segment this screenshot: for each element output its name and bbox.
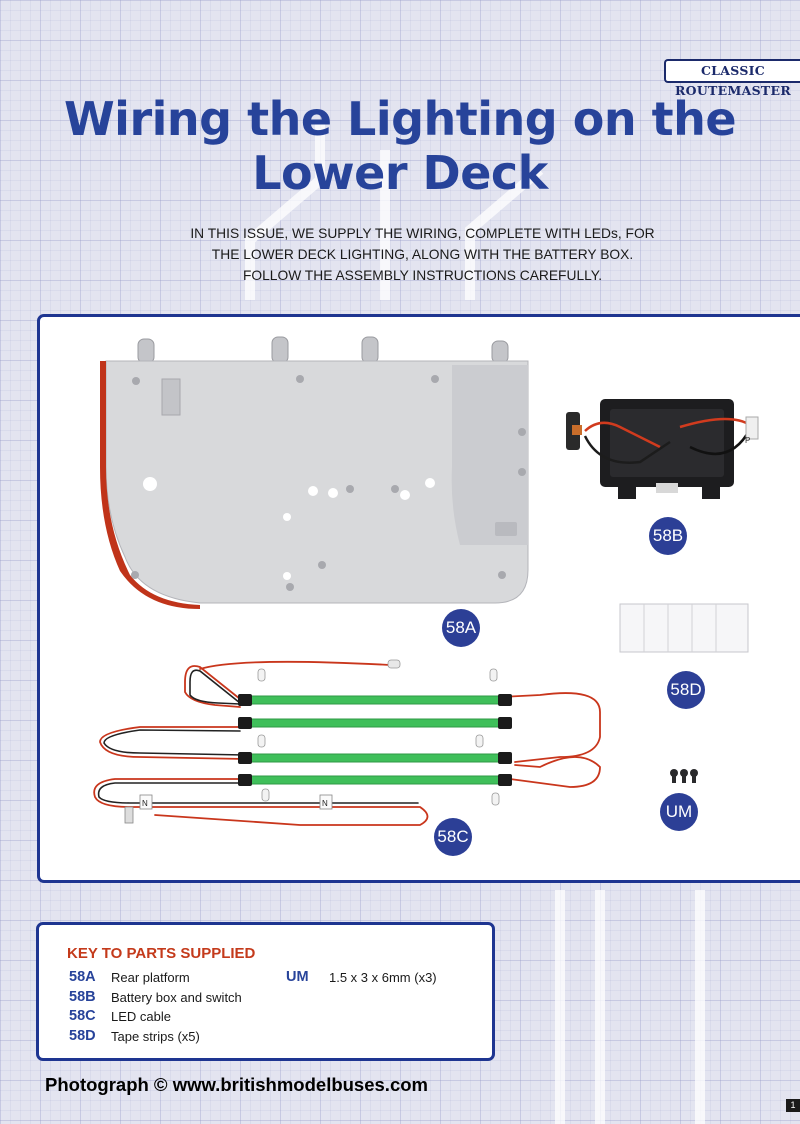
part-label-58a: 58A	[442, 609, 480, 647]
intro-line-3: FOLLOW THE ASSEMBLY INSTRUCTIONS CAREFUL…	[242, 268, 603, 283]
page-number: 1	[786, 1099, 800, 1112]
page-title: Wiring the Lighting on the Lower Deck	[0, 92, 800, 200]
key-item-code: 58D	[69, 1028, 96, 1044]
intro-text: IN THIS ISSUE, WE SUPPLY THE WIRING, COM…	[140, 223, 705, 286]
parts-key-box: KEY TO PARTS SUPPLIED 58A Rear platform …	[36, 922, 495, 1061]
key-item-description: LED cable	[111, 1009, 171, 1024]
intro-line-1: IN THIS ISSUE, WE SUPPLY THE WIRING, COM…	[190, 226, 655, 241]
led-cable-part	[93, 659, 601, 826]
screws-part	[670, 769, 698, 783]
connector-tag-n: N	[322, 799, 328, 808]
intro-line-2: THE LOWER DECK LIGHTING, ALONG WITH THE …	[211, 247, 634, 262]
key-item-description: Tape strips (x5)	[111, 1029, 200, 1044]
key-item-code: 58C	[69, 1008, 96, 1024]
key-item-code: 58A	[69, 969, 96, 985]
key-item-code: UM	[286, 969, 309, 985]
page-title-line-2: Lower Deck	[252, 146, 548, 200]
rear-platform-part	[100, 336, 529, 609]
series-tag: CLASSIC ROUTEMASTER	[664, 59, 800, 98]
connector-tag-n: N	[142, 799, 148, 808]
part-label-um: UM	[660, 793, 698, 831]
tape-strips-part	[619, 603, 749, 653]
key-item-description: 1.5 x 3 x 6mm (x3)	[329, 970, 437, 985]
parts-photo-panel: P	[37, 314, 800, 883]
key-item-code: 58B	[69, 989, 96, 1005]
part-label-58c: 58C	[434, 818, 472, 856]
parts-photo: P	[93, 336, 759, 826]
key-title: KEY TO PARTS SUPPLIED	[67, 945, 256, 962]
battery-box-part: P	[566, 399, 759, 499]
part-label-58d: 58D	[667, 671, 705, 709]
page-title-line-1: Wiring the Lighting on the	[63, 92, 737, 146]
connector-tag-p: P	[745, 436, 750, 445]
key-item-description: Rear platform	[111, 970, 190, 985]
part-label-58b: 58B	[649, 517, 687, 555]
key-item-description: Battery box and switch	[111, 990, 242, 1005]
photo-credit: Photograph © www.britishmodelbuses.com	[45, 1074, 428, 1095]
